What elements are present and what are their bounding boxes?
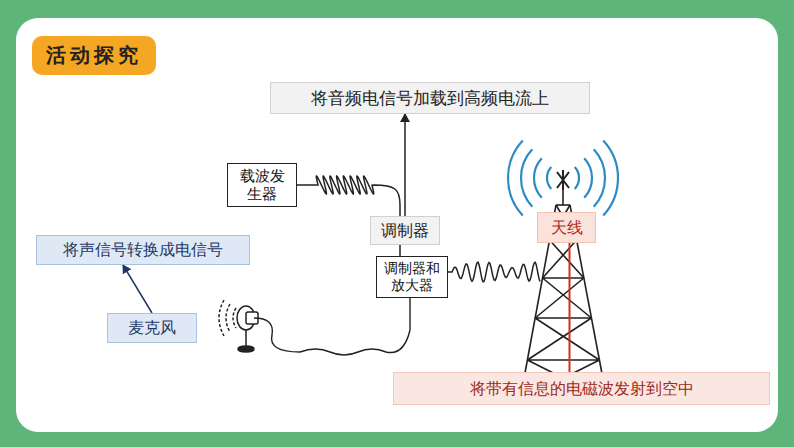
node-text: 麦克风 [128, 318, 176, 337]
connector [123, 265, 152, 313]
note-box: 将带有信息的电磁波发射到空中 [393, 372, 770, 405]
radio-waves [508, 141, 618, 216]
process-box: 载波发生器 [227, 163, 297, 207]
connector [569, 243, 571, 372]
title-badge: 活动探究 [32, 36, 156, 75]
node-text: 将带有信息的电磁波发射到空中 [470, 379, 694, 398]
label-box: 天线 [537, 212, 596, 243]
modulated-wave [447, 262, 540, 281]
node-text: 载波发生器 [234, 167, 290, 203]
note-box: 将声信号转换成电信号 [36, 235, 250, 265]
note-box: 将音频电信号加载到高频电流上 [270, 82, 590, 114]
node-text: 将声信号转换成电信号 [63, 240, 223, 259]
node-text: 调制器 [381, 221, 429, 240]
node-text: 调制器和放大器 [383, 260, 441, 294]
wave-arcs [508, 141, 618, 216]
node-text: 将音频电信号加载到高频电流上 [311, 88, 549, 108]
note-box: 麦克风 [107, 313, 197, 343]
microphone-symbol [219, 300, 258, 352]
antenna-tower [520, 170, 607, 400]
node-text: 天线 [551, 218, 583, 237]
microphone-wire [254, 297, 410, 355]
connector [404, 114, 406, 216]
process-box: 调制器和放大器 [376, 256, 448, 298]
label-box: 调制器 [370, 216, 440, 245]
